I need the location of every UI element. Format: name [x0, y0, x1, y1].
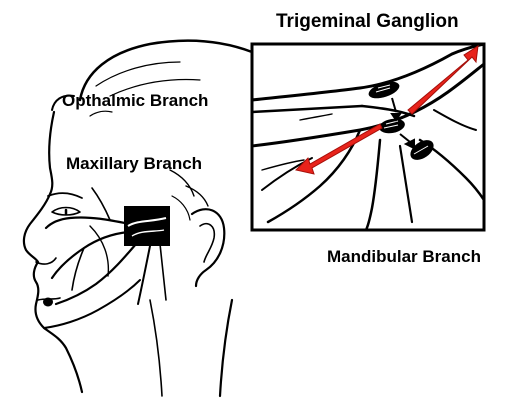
maxillary-branch-label: Maxillary Branch	[66, 155, 202, 172]
trigeminal-ganglion-label: Trigeminal Ganglion	[276, 12, 459, 31]
ganglion-block	[124, 206, 170, 246]
mandibular-branch-label: Mandibular Branch	[327, 248, 481, 265]
lip-point-marker	[43, 298, 53, 307]
ophthalmic-branch-label: Opthalmic Branch	[62, 92, 208, 109]
inset-panel	[252, 44, 484, 230]
